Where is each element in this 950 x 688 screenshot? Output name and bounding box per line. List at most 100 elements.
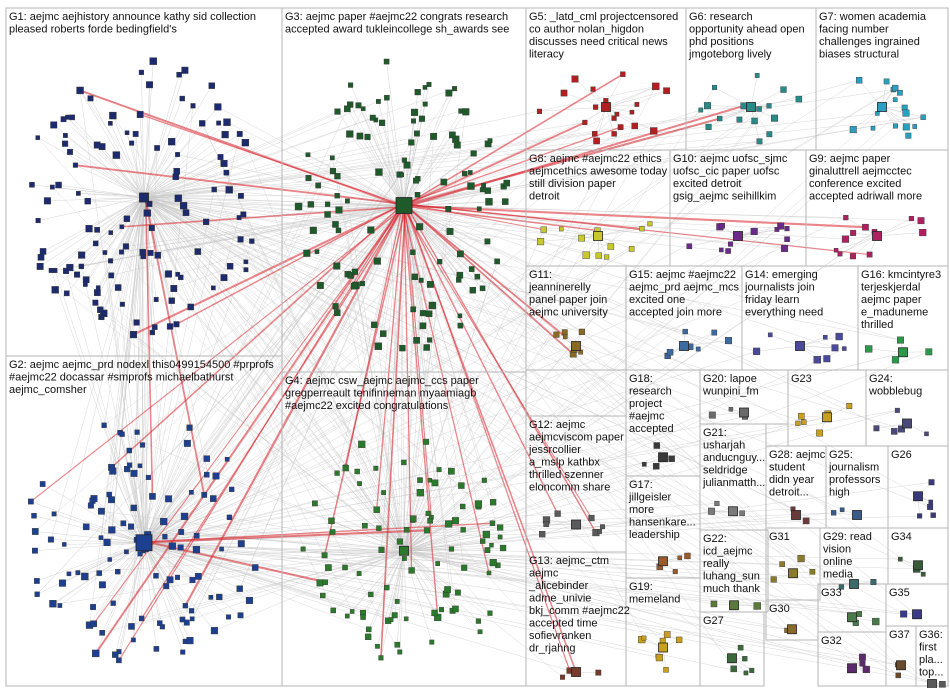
node-g1 [191,103,196,108]
node-g2 [52,512,56,516]
node-g26 [929,500,933,504]
node-g2 [146,475,151,480]
node-g1 [169,298,175,304]
node-g6 [737,117,742,122]
node-g2 [127,463,132,468]
node-g4 [417,478,422,483]
group-label-g36: G36:firstpla...top... [919,629,943,679]
node-g1 [180,96,185,101]
node-g1 [199,120,205,126]
node-g3 [376,99,380,103]
node-g2 [32,548,37,553]
node-g13 [596,670,601,675]
node-g1 [244,268,248,272]
hub-node-g3 [396,198,412,214]
node-g32 [860,661,866,667]
node-g21 [740,511,745,516]
edge [31,206,406,501]
node-g2 [40,481,45,486]
node-g1 [94,142,100,148]
node-g10 [720,223,725,228]
node-g1 [244,260,248,264]
node-g2 [98,508,104,514]
node-g37 [896,673,901,678]
node-g2 [184,440,190,446]
node-g11 [554,332,560,338]
node-g22 [754,602,761,609]
node-g2 [163,534,168,539]
group-label-g1: G1: aejmc aejhistory announce kathy sid … [9,11,256,36]
node-g7 [921,115,926,120]
node-g9 [918,217,924,223]
node-g8 [559,227,563,231]
node-g4 [432,480,438,486]
node-g3 [336,207,343,214]
node-g27 [731,666,737,672]
node-g1 [221,274,227,280]
edge [102,550,402,632]
node-g20 [709,412,715,418]
node-g3 [384,95,389,100]
node-g4 [376,526,381,531]
node-g1 [149,225,155,231]
node-g4 [455,590,460,595]
node-g1 [109,231,113,235]
node-g7 [906,133,911,138]
node-g1 [70,115,75,120]
node-g4 [490,559,497,566]
node-g1 [176,272,180,276]
hub-node-g30 [788,625,797,634]
node-g3 [488,139,492,143]
node-g2 [90,604,95,609]
node-g4 [436,561,440,565]
node-g18 [654,443,660,449]
node-g2 [58,603,62,607]
node-g2 [76,571,80,575]
node-g5 [591,87,596,92]
node-g4 [389,617,393,621]
hub-node-g27 [728,654,737,663]
node-g2 [131,505,137,511]
node-g4 [430,640,434,644]
node-g3 [375,343,382,350]
node-g1 [64,291,69,296]
group-label-g14: G14: emergingjournalists joinfriday lear… [744,269,823,319]
node-g8 [640,226,645,231]
node-g24 [895,408,900,413]
group-label-g28: G28: aejmcstudentdidn yeardetroit... [769,449,826,499]
node-g2 [220,547,224,551]
hub-node-g23 [823,413,832,422]
node-g14 [842,347,846,351]
node-g7 [903,124,909,130]
node-g5 [630,110,634,114]
node-g4 [322,553,327,558]
node-g15 [712,330,717,335]
node-g27 [742,656,747,661]
node-g4 [478,630,482,634]
node-g15 [696,347,700,351]
node-g10 [726,248,731,253]
node-g5 [635,102,639,106]
node-g2 [128,524,134,530]
group-label-g21: G21:usharjahanducnguy...seldridgejulianm… [702,427,765,489]
node-g1 [79,264,84,269]
node-g1 [36,136,40,140]
node-g4 [417,489,424,496]
node-g14 [832,345,838,351]
node-g6 [781,87,787,93]
hub-node-g16 [899,348,908,357]
node-g7 [903,110,910,117]
node-g3 [469,266,474,271]
node-g3 [368,227,375,234]
node-g9 [919,229,926,236]
node-g3 [423,85,427,89]
node-g4 [498,535,502,539]
node-g2 [213,473,219,479]
node-g7 [875,111,879,115]
group-label-g26: G26 [891,449,912,461]
node-g2 [237,586,243,592]
node-g4 [458,483,464,489]
node-g1 [67,149,72,154]
node-g3 [375,169,382,176]
node-g1 [211,286,215,290]
